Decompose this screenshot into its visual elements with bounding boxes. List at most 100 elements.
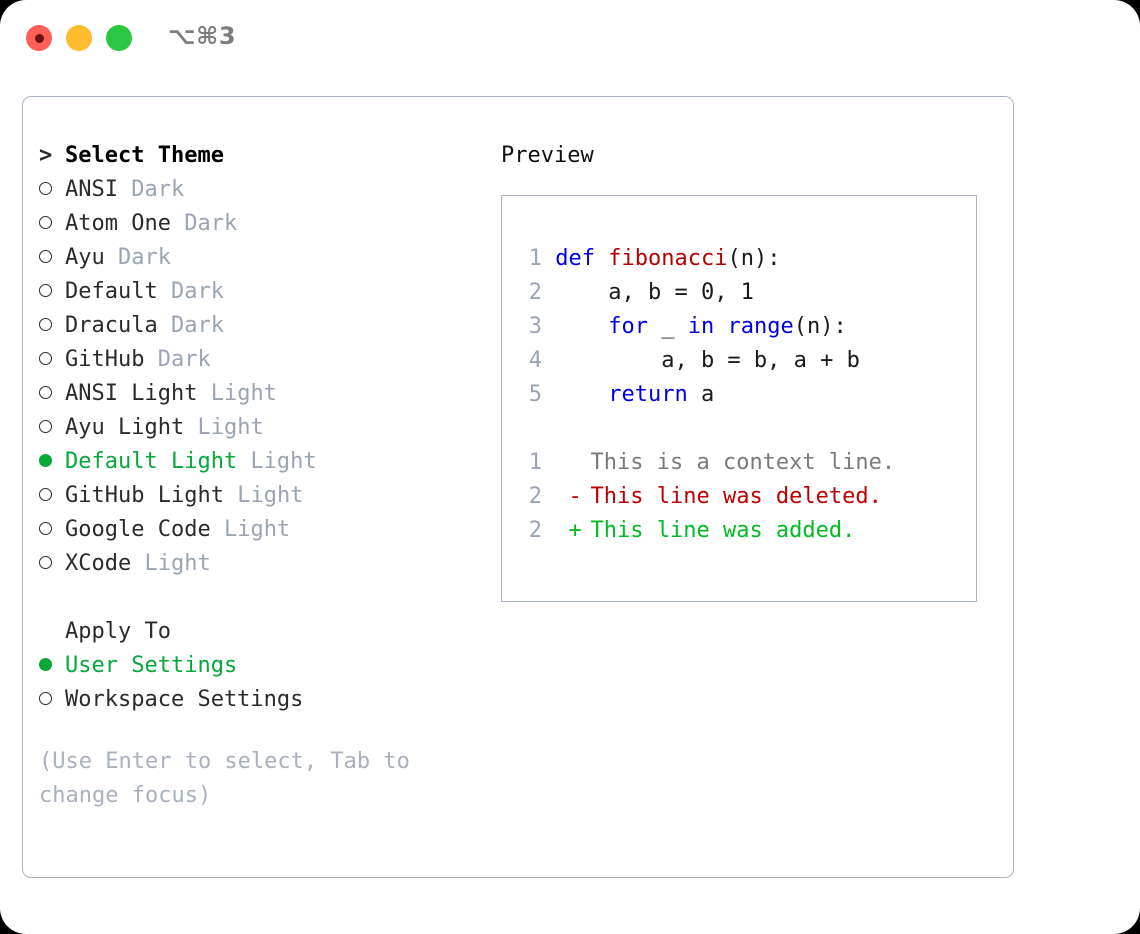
prompt-caret-icon: > (39, 143, 53, 168)
diff-line: 1 This is a context line. (520, 446, 895, 480)
radio-unselected-icon[interactable] (39, 547, 65, 581)
theme-item-label: GitHub (65, 347, 145, 372)
diff-marker (569, 446, 591, 480)
theme-item-label: Ayu Light (65, 415, 185, 440)
code-token: a, b = b, a + b (555, 348, 860, 373)
theme-list-header: > Select Theme (39, 139, 499, 173)
radio-dot-icon (39, 453, 52, 467)
preview-title: Preview (501, 143, 594, 168)
theme-list-item[interactable]: Default Light Light (39, 445, 499, 479)
theme-item-variant: Light (197, 415, 264, 440)
theme-list-item[interactable]: Ayu Light Light (39, 411, 499, 445)
radio-dot-icon (39, 419, 52, 433)
code-line: 3 for _ in range(n): (520, 310, 860, 344)
theme-item-label: Google Code (65, 517, 211, 542)
apply-to-option[interactable]: User Settings (39, 649, 499, 683)
list-spacer (39, 581, 499, 615)
theme-item-variant: Dark (118, 245, 171, 270)
diff-sample: 1 This is a context line.2 -This line wa… (520, 446, 895, 548)
theme-list-item[interactable]: ANSI Dark (39, 173, 499, 207)
radio-unselected-icon[interactable] (39, 411, 65, 445)
theme-list-header-label: Select Theme (65, 143, 224, 168)
theme-list-item[interactable]: Default Dark (39, 275, 499, 309)
theme-item-label: ANSI Light (65, 381, 198, 406)
code-token: return (608, 382, 688, 407)
line-number: 2 (528, 280, 542, 305)
theme-list-item[interactable]: GitHub Dark (39, 343, 499, 377)
theme-item-variant: Dark (157, 347, 211, 372)
radio-unselected-icon[interactable] (39, 513, 65, 547)
apply-to-title: Apply To (65, 619, 171, 644)
radio-selected-icon[interactable] (39, 445, 65, 479)
theme-item-variant: Light (250, 449, 317, 474)
radio-unselected-icon[interactable] (39, 275, 65, 309)
theme-item-variant: Light (237, 483, 304, 508)
theme-item-label: Default (65, 279, 158, 304)
title-bar: ⌥⌘3 (0, 0, 1140, 80)
radio-unselected-icon[interactable] (39, 683, 65, 717)
radio-unselected-icon[interactable] (39, 173, 65, 207)
theme-item-variant: Dark (184, 211, 238, 236)
theme-list-item[interactable]: Ayu Dark (39, 241, 499, 275)
close-button-icon[interactable] (26, 25, 52, 51)
radio-dot-icon (39, 385, 52, 399)
theme-item-variant: Light (223, 517, 291, 542)
radio-unselected-icon[interactable] (39, 343, 65, 377)
keyboard-hint: (Use Enter to select, Tab to change focu… (39, 749, 410, 808)
diff-marker: + (568, 518, 582, 543)
code-token: a, b = 0, 1 (555, 280, 754, 305)
radio-dot-icon (39, 215, 52, 229)
radio-dot-icon (39, 691, 52, 705)
diff-text: This line was added. (590, 518, 856, 543)
radio-unselected-icon[interactable] (39, 479, 65, 513)
theme-list-item[interactable]: Dracula Dark (39, 309, 499, 343)
line-number: 2 (528, 518, 542, 543)
radio-selected-icon[interactable] (39, 649, 65, 683)
apply-to-label: Workspace Settings (65, 687, 304, 712)
theme-list-item[interactable]: ANSI Light Light (39, 377, 499, 411)
code-token (555, 382, 608, 407)
code-line: 4 a, b = b, a + b (520, 344, 860, 378)
diff-text: This is a context line. (590, 450, 896, 475)
line-number: 5 (528, 382, 542, 407)
theme-item-variant: Light (210, 381, 277, 406)
theme-list-item[interactable]: GitHub Light Light (39, 479, 499, 513)
maximize-button-icon[interactable] (106, 25, 132, 51)
line-number: 3 (528, 314, 542, 339)
code-token: a (687, 382, 715, 407)
radio-dot-icon (39, 657, 52, 671)
theme-list-item[interactable]: Atom One Dark (39, 207, 499, 241)
radio-dot-icon (39, 555, 52, 569)
theme-item-label: Default Light (65, 449, 238, 474)
radio-unselected-icon[interactable] (39, 241, 65, 275)
theme-item-variant: Dark (131, 177, 185, 202)
theme-item-label: Dracula (65, 313, 158, 338)
code-line: 2 a, b = 0, 1 (520, 276, 860, 310)
radio-unselected-icon[interactable] (39, 377, 65, 411)
radio-dot-icon (39, 283, 52, 297)
theme-item-variant: Dark (170, 313, 224, 338)
code-token (714, 314, 727, 339)
theme-item-label: GitHub Light (65, 483, 224, 508)
preview-column: Preview 1 def fibonacci(n):2 a, b = 0, 1… (501, 139, 1001, 602)
radio-unselected-icon[interactable] (39, 309, 65, 343)
diff-text: This line was deleted. (590, 484, 882, 509)
diff-marker: - (568, 484, 582, 509)
apply-to-option[interactable]: Workspace Settings (39, 683, 499, 717)
theme-list-item[interactable]: Google Code Light (39, 513, 499, 547)
radio-dot-icon (39, 487, 52, 501)
radio-unselected-icon[interactable] (39, 207, 65, 241)
code-token: (n): (793, 314, 847, 339)
code-line: 1 def fibonacci(n): (520, 242, 860, 276)
diff-line: 2 + This line was added. (520, 514, 895, 548)
theme-list-item[interactable]: XCode Light (39, 547, 499, 581)
theme-item-variant: Dark (170, 279, 224, 304)
code-token: in (687, 314, 715, 339)
diff-line: 2 -This line was deleted. (520, 480, 895, 514)
minimize-button-icon[interactable] (66, 25, 92, 51)
